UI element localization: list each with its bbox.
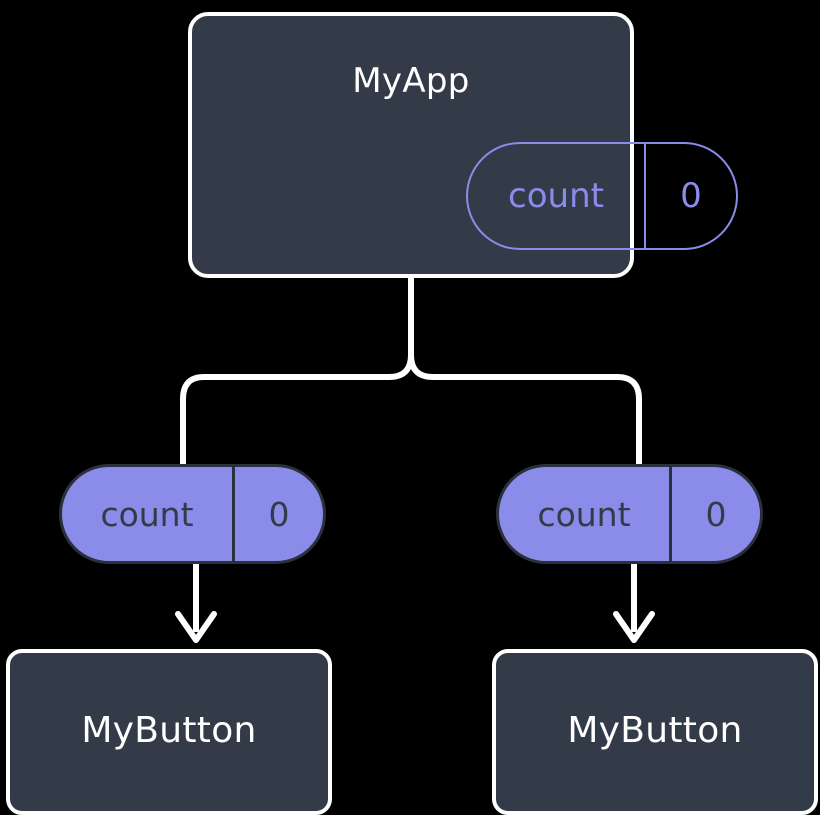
state-pill-left-branch[interactable]: count 0 xyxy=(59,464,326,564)
arrow-left-pill-to-button xyxy=(175,563,217,643)
arrow-right-pill-to-button xyxy=(613,563,655,643)
state-pill-key: count xyxy=(100,494,194,534)
component-title-mybutton: MyButton xyxy=(81,710,257,751)
state-pill-value: 0 xyxy=(232,467,323,561)
arrowhead-down-icon xyxy=(613,611,655,643)
component-node-mybutton-left[interactable]: MyButton xyxy=(6,649,332,815)
diagram-canvas: MyApp count 0 count 0 count 0 MyButton M… xyxy=(6,12,818,815)
component-node-myapp[interactable]: MyApp count 0 xyxy=(188,12,738,278)
edge-trunk-left xyxy=(180,275,414,469)
state-pill-right-branch[interactable]: count 0 xyxy=(496,464,763,564)
state-pill-key: count xyxy=(537,494,631,534)
component-title-mybutton: MyButton xyxy=(567,710,743,751)
arrowhead-down-icon xyxy=(175,611,217,643)
state-pill-value: 0 xyxy=(644,144,736,248)
component-title-myapp: MyApp xyxy=(352,61,470,101)
state-pill-value: 0 xyxy=(669,467,760,561)
state-pill-key: count xyxy=(508,176,604,216)
component-node-mybutton-right[interactable]: MyButton xyxy=(492,649,818,815)
state-pill-myapp[interactable]: count 0 xyxy=(466,142,738,250)
edge-trunk-right xyxy=(408,275,642,469)
